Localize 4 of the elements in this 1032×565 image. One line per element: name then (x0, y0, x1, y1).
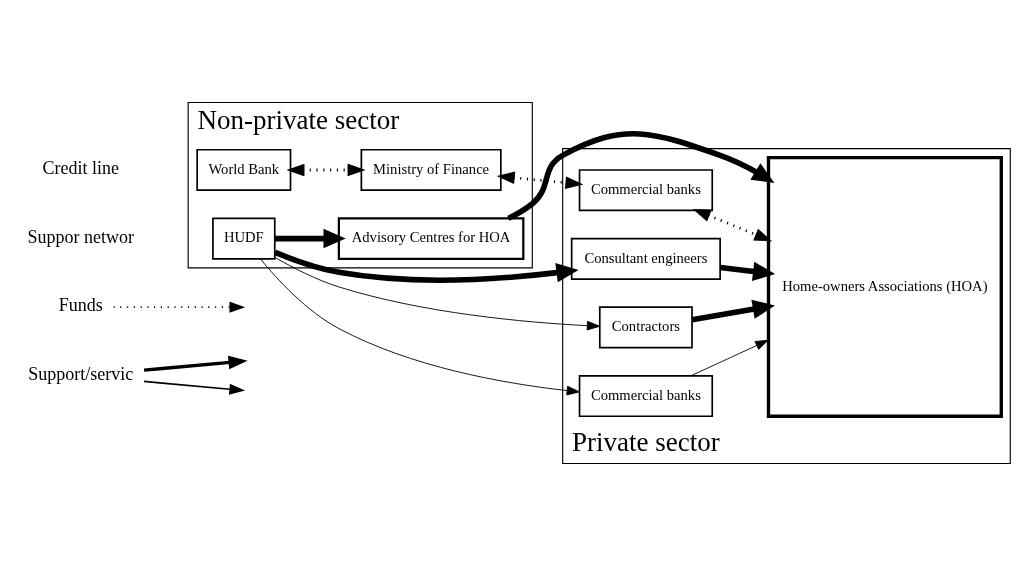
legend-label: Support/servic (28, 363, 134, 384)
label: Credit line (42, 157, 119, 178)
label: Suppor networ (27, 226, 134, 247)
legend-label: Funds (58, 294, 103, 315)
